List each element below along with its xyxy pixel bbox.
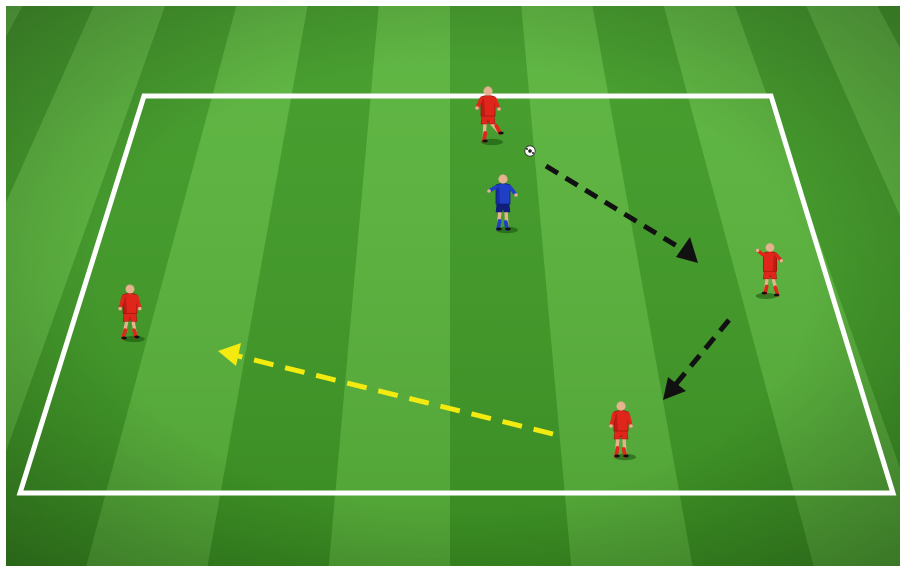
players (118, 86, 784, 461)
grid-boundary (16, 93, 897, 496)
arrowhead (663, 377, 686, 400)
blue-player-center (487, 174, 518, 234)
soccer-ball (524, 145, 536, 157)
grass-vignette (6, 6, 900, 566)
red-player-left (118, 284, 145, 343)
pass-arrows (218, 163, 731, 437)
pass-arrow-2 (663, 318, 731, 400)
arrowhead (676, 237, 698, 263)
arrowhead (218, 343, 241, 366)
pass-arrow-1 (544, 163, 698, 263)
pass-arrow-3 (218, 343, 554, 437)
player-shadow (755, 292, 777, 299)
red-player-top (475, 86, 504, 146)
red-player-right (755, 243, 784, 299)
red-player-bottom (609, 401, 636, 461)
